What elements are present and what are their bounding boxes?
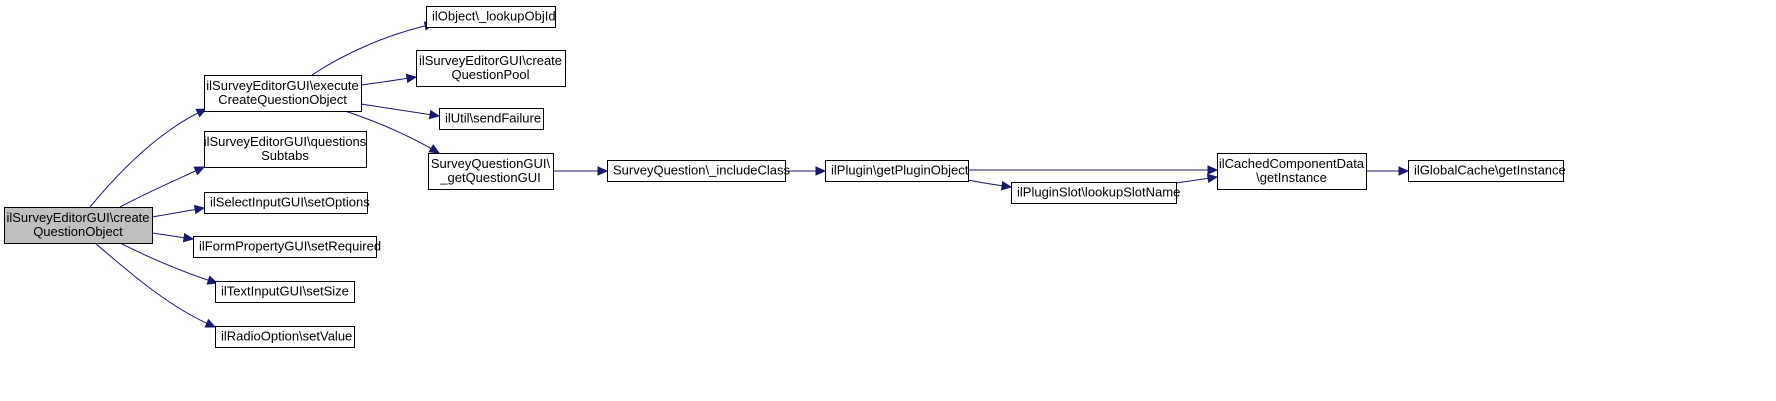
- node-execCreate[interactable]: ilSurveyEditorGUI\executeCreateQuestionO…: [204, 75, 362, 112]
- arrowhead: [1398, 166, 1410, 176]
- node-includeClass[interactable]: SurveyQuestion\_includeClass: [607, 160, 791, 182]
- arrowhead: [1207, 165, 1219, 175]
- edge-execCreate-to-createQPool: [360, 73, 418, 86]
- node-label-line: SurveyQuestionGUI\: [431, 156, 551, 171]
- node-label-line: SurveyQuestion\_includeClass: [613, 163, 791, 178]
- edge-line: [360, 103, 440, 117]
- node-label-line: ilPlugin\getPluginObject: [831, 163, 969, 178]
- node-box: [204, 192, 368, 214]
- node-label-line: ilRadioOption\setValue: [221, 329, 352, 344]
- arrowhead: [428, 144, 441, 154]
- edge-line: [119, 242, 218, 284]
- edge-line: [94, 242, 216, 328]
- edge-line: [119, 166, 205, 208]
- edge-getPluginObject-to-lookupSlotName: [967, 179, 1013, 191]
- node-label-line: ilPluginSlot\lookupSlotName: [1017, 185, 1180, 200]
- node-label-line: QuestionObject: [33, 224, 123, 239]
- node-globalGetInstance[interactable]: ilGlobalCache\getInstance: [1408, 160, 1566, 182]
- node-setOptions[interactable]: ilSelectInputGUI\setOptions: [204, 192, 371, 214]
- arrowhead: [182, 232, 195, 243]
- node-label-line: ilUtil\sendFailure: [445, 111, 541, 126]
- node-box: [428, 153, 554, 190]
- node-label-line: CreateQuestionObject: [218, 92, 347, 107]
- node-getQGUI[interactable]: SurveyQuestionGUI\_getQuestionGUI: [428, 153, 554, 190]
- edge-execCreate-to-getQGUI: [344, 110, 441, 154]
- edge-root-to-setSize: [119, 242, 219, 285]
- node-box: [215, 326, 355, 348]
- edge-getQGUI-to-includeClass: [552, 166, 609, 176]
- node-setSize[interactable]: ilTextInputGUI\setSize: [215, 281, 355, 303]
- node-box: [215, 281, 355, 303]
- node-label-line: Subtabs: [261, 148, 309, 163]
- node-cachedGetInstance[interactable]: ilCachedComponentData\getInstance: [1217, 153, 1367, 190]
- arrowhead: [193, 166, 206, 176]
- node-label-line: ilSelectInputGUI\setOptions: [210, 195, 370, 210]
- node-label-line: _getQuestionGUI: [439, 170, 540, 185]
- edge-lookupSlotName-to-cachedGetInstance: [1175, 173, 1219, 184]
- edge-line: [344, 110, 440, 154]
- node-lookupObjId[interactable]: ilObject\_lookupObjId: [426, 6, 556, 28]
- edge-root-to-setOptions: [151, 204, 206, 218]
- node-setRequired[interactable]: ilFormPropertyGUI\setRequired: [193, 236, 382, 258]
- arrowhead: [204, 318, 217, 328]
- arrowhead: [428, 109, 441, 120]
- arrowhead: [597, 166, 609, 176]
- arrowhead: [815, 166, 827, 176]
- arrowhead: [206, 275, 219, 285]
- node-label-line: ilGlobalCache\getInstance: [1414, 163, 1566, 178]
- node-box: [1408, 160, 1564, 182]
- node-box: [204, 75, 362, 112]
- edge-includeClass-to-getPluginObject: [784, 166, 827, 176]
- edge-line: [89, 108, 207, 208]
- node-box: [1011, 182, 1177, 204]
- arrowhead: [1206, 173, 1219, 184]
- arrowhead: [405, 73, 418, 84]
- node-label-line: ilFormPropertyGUI\setRequired: [199, 239, 381, 254]
- edge-execCreate-to-lookupObjId: [311, 21, 436, 76]
- nodes-layer: ilSurveyEditorGUI\createQuestionObjectil…: [4, 6, 1566, 348]
- edge-execCreate-to-sendFailure: [360, 103, 441, 120]
- node-getPluginObject[interactable]: ilPlugin\getPluginObject: [825, 160, 969, 182]
- node-label-line: ilTextInputGUI\setSize: [221, 284, 349, 299]
- node-box: [607, 160, 786, 182]
- node-label-line: ilSurveyEditorGUI\create: [6, 210, 149, 225]
- node-box: [426, 6, 556, 28]
- arrowhead: [1000, 180, 1013, 191]
- node-box: [193, 236, 377, 258]
- node-box: [1217, 153, 1367, 190]
- edge-line: [311, 23, 435, 76]
- edge-root-to-setValue: [94, 242, 217, 328]
- node-box: [4, 207, 153, 244]
- node-setValue[interactable]: ilRadioOption\setValue: [215, 326, 355, 348]
- node-lookupSlotName[interactable]: ilPluginSlot\lookupSlotName: [1011, 182, 1181, 204]
- node-box: [439, 108, 544, 130]
- node-label-line: ilSurveyEditorGUI\execute: [206, 78, 358, 93]
- edge-getPluginObject-to-cachedGetInstance: [968, 165, 1219, 175]
- node-sendFailure[interactable]: ilUtil\sendFailure: [439, 108, 544, 130]
- edge-root-to-setRequired: [151, 232, 195, 243]
- edge-cachedGetInstance-to-globalGetInstance: [1365, 166, 1410, 176]
- node-label-line: QuestionPool: [451, 67, 529, 82]
- node-box: [825, 160, 969, 182]
- node-label-line: ilSurveyEditorGUI\questions: [204, 134, 367, 149]
- node-box: [204, 131, 367, 168]
- arrowhead: [193, 204, 206, 215]
- node-label-line: ilSurveyEditorGUI\create: [419, 53, 562, 68]
- edges-layer: [89, 21, 1410, 328]
- node-label-line: \getInstance: [1256, 170, 1327, 185]
- arrowhead: [195, 108, 208, 118]
- node-box: [416, 50, 566, 87]
- edge-root-to-execCreate: [89, 108, 208, 208]
- node-label-line: ilObject\_lookupObjId: [432, 9, 556, 24]
- edge-root-to-qSubtabs: [119, 166, 206, 208]
- node-label-line: ilCachedComponentData: [1219, 156, 1365, 171]
